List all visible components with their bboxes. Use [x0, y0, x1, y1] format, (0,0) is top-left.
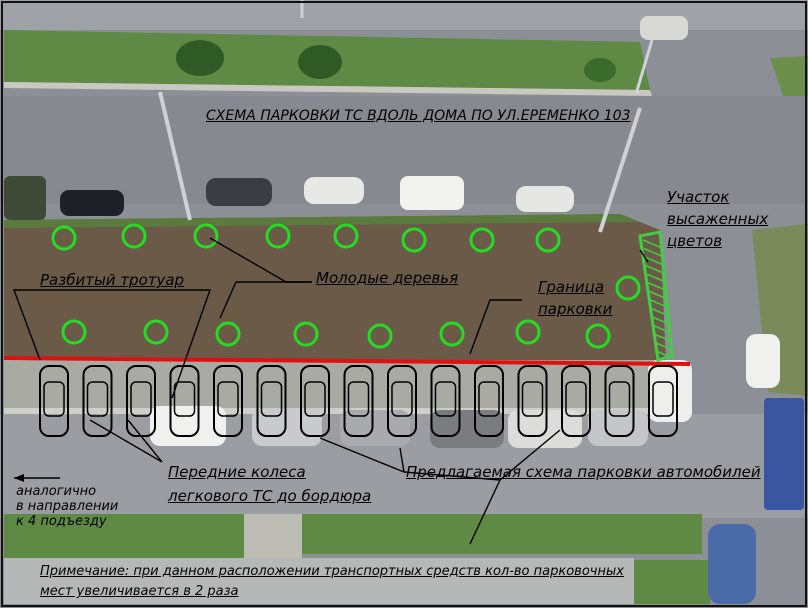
parked-cars-top — [4, 16, 688, 220]
bottom-lawn-right — [634, 560, 710, 604]
note-line1: Примечание: при данном расположении тран… — [40, 564, 624, 579]
tree-marker — [143, 319, 169, 345]
front-wheels-label: Передние колеса легкового ТС до бордюра — [168, 460, 371, 508]
lamp-post — [598, 107, 642, 233]
note-line2: мест увеличивается в 2 раза — [40, 584, 239, 599]
proposed-car-outline — [648, 365, 678, 437]
young-trees-markers — [51, 223, 641, 349]
flower-bed-hatch — [648, 290, 668, 300]
tree-marker — [401, 227, 427, 253]
lamp-post — [158, 91, 192, 221]
bottom-path — [244, 514, 302, 560]
tree-marker — [51, 225, 77, 251]
bush — [584, 58, 616, 82]
proposed-car-outline — [213, 365, 243, 437]
top-curb — [4, 82, 652, 96]
tree-marker — [215, 321, 241, 347]
proposed-parking-spots — [39, 365, 678, 437]
proposed-car-outline — [82, 365, 113, 437]
flower-bed-hatch — [644, 256, 665, 266]
flower-bed-hatch — [651, 324, 672, 334]
soil-area — [4, 214, 666, 360]
proposed-car-outline — [256, 365, 287, 437]
scheme-title: СХЕМА ПАРКОВКИ ТС ВДОЛЬ ДОМА ПО УЛ.ЕРЕМЕ… — [206, 108, 631, 124]
proposed-car-outline — [39, 365, 69, 437]
pointer-lines — [12, 237, 649, 545]
tree-marker — [585, 323, 611, 349]
note-text: Примечание: при данном расположении тран… — [40, 562, 624, 602]
proposed-car-outline — [387, 365, 417, 437]
young-trees-label: Молодые деревья — [316, 269, 459, 287]
parking-border-line — [3, 356, 691, 366]
flower-bed-hatch — [652, 332, 673, 343]
proposed-car-outline — [343, 365, 374, 437]
proposed-car-outline — [517, 365, 548, 437]
right-lawn — [770, 56, 808, 108]
bush — [298, 45, 342, 79]
direction-arrow — [14, 474, 24, 482]
tree-marker — [515, 319, 541, 345]
flower-bed-hatch — [649, 298, 669, 309]
tree-marker — [367, 323, 393, 349]
tree-marker — [265, 223, 291, 249]
bottom-sidewalk — [4, 558, 634, 604]
lamp-post — [634, 39, 654, 95]
tree-marker — [439, 321, 465, 347]
tree-marker — [469, 227, 495, 253]
front-wheels-line1: Передние колеса — [168, 463, 306, 481]
parked-cars-bottom — [150, 334, 804, 604]
flower-bed-hatch — [645, 264, 665, 275]
same-direction-line3: к 4 подъезду — [16, 514, 107, 529]
tree-marker — [193, 223, 219, 249]
same-direction-line2: в направлении — [16, 499, 119, 514]
flower-bed-hatch — [646, 273, 666, 283]
flower-bed-hatch — [650, 315, 671, 326]
grass-edge — [4, 214, 640, 228]
planted-flowers-label: Участок высаженных цветов — [667, 186, 768, 252]
tree-marker — [293, 321, 319, 347]
proposed-car-outline — [300, 365, 330, 437]
broken-sidewalk-label: Разбитый тротуар — [40, 271, 185, 289]
parking-border-line1: Граница — [538, 278, 605, 296]
flower-bed-hatch — [647, 281, 667, 292]
front-wheels-line2: легкового ТС до бордюра — [168, 487, 372, 505]
proposed-car-outline — [430, 365, 461, 437]
planted-flowers-line2: высаженных — [667, 210, 769, 228]
parking-border-label: Граница парковки — [538, 276, 612, 320]
bush — [176, 40, 224, 76]
flower-bed-outline — [638, 230, 674, 362]
tree-marker — [61, 319, 87, 345]
bottom-lawn-center — [302, 514, 702, 554]
curb — [4, 408, 666, 414]
planted-flowers-line3: цветов — [667, 232, 723, 250]
proposed-scheme-label: Предлагаемая схема парковки автомобилей — [406, 463, 761, 481]
proposed-car-outline — [604, 365, 635, 437]
planted-flowers-line1: Участок — [667, 188, 730, 206]
same-direction-line1: аналогично — [16, 484, 97, 499]
flower-bed-hatch — [649, 307, 670, 317]
same-direction-label: аналогично в направлении к 4 подъезду — [16, 484, 118, 529]
broken-sidewalk-area — [4, 360, 666, 412]
flower-bed-hatch — [642, 239, 663, 249]
proposed-car-outline — [474, 365, 504, 437]
flower-bed-hatch — [643, 247, 664, 258]
tree-marker — [535, 227, 561, 253]
bottom-lawn-left — [4, 514, 244, 560]
parking-border-line2: парковки — [538, 300, 613, 318]
tree-marker — [615, 275, 641, 301]
tree-marker — [333, 223, 359, 249]
tree-marker — [121, 223, 147, 249]
proposed-car-outline — [561, 365, 591, 437]
proposed-car-outline — [169, 365, 200, 437]
